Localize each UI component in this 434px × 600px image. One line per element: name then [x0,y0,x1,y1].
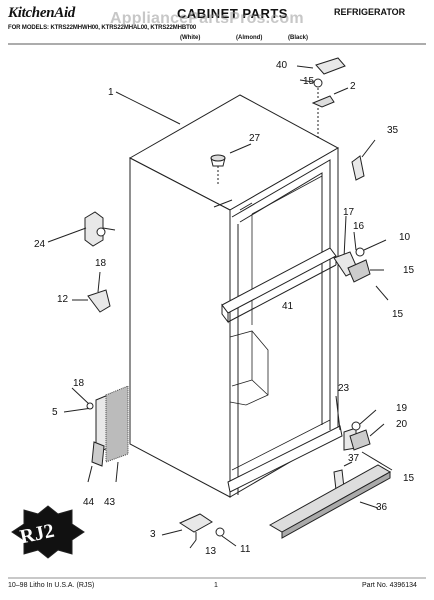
callout-44: 44 [83,497,95,508]
callout-41: 41 [282,301,294,312]
color-white: (White) [180,35,201,41]
part-24 [47,211,116,247]
cabinet-shell [128,94,340,498]
bottom-panel [227,425,343,493]
lower-hinge-left [63,385,129,483]
callout-27: 27 [249,133,261,144]
divider-rail [221,247,337,324]
part-35 [351,139,376,181]
watermark: AppliancePartsPros.com [110,10,304,27]
callout-11: 11 [240,544,251,555]
callout-12: 12 [57,294,69,305]
bottom-hinge [161,513,237,549]
footer-litho: 10–98 Litho In U.S.A. (RJS) [8,582,95,589]
callout-40: 40 [276,60,288,71]
color-almond: (Almond) [236,35,263,41]
freezer-interior [251,175,323,325]
callout-19: 19 [396,403,408,414]
rj2-logo [11,505,85,559]
callout-15-bottom: 15 [403,473,415,484]
footer-part-no: Part No. 4396134 [362,582,417,589]
callout-1: 1 [108,87,114,98]
callout-18-upper: 18 [95,258,107,269]
upper-right-hinge [333,215,389,301]
callout-16: 16 [353,221,365,232]
callout-36: 36 [376,502,388,513]
callout-43: 43 [104,497,116,508]
callout-5: 5 [52,407,58,418]
product-label: REFRIGERATOR [334,7,406,17]
callout-24: 24 [34,239,46,250]
top-hinge-assembly [296,57,349,140]
callout-18-lower: 18 [73,378,85,389]
part-12-18 [72,271,111,313]
callout-23: 23 [338,383,350,394]
callout-10: 10 [399,232,411,243]
page-title: CABINET PARTS [177,6,288,21]
brand-logo: KitchenAid [8,5,76,21]
color-black: (Black) [288,35,309,41]
plug-27 [210,143,252,184]
toe-grille-36 [268,464,392,539]
callout-15-right: 15 [403,265,415,276]
callout-3: 3 [150,529,156,540]
callout-35: 35 [387,125,399,136]
callout-15-mid: 15 [392,309,404,320]
callout-17: 17 [343,207,355,218]
callout-37: 37 [348,453,360,464]
footer-page: 1 [214,582,218,589]
callout-13: 13 [205,546,217,557]
model-list: FOR MODELS: KTRS22MHWH00, KTRS22MHAL00, … [8,25,197,31]
leader-1 [115,91,181,125]
callout-2: 2 [350,81,356,92]
callout-20: 20 [396,419,408,430]
lower-right-hinge [335,395,393,471]
callout-15-top: 15 [303,76,315,87]
